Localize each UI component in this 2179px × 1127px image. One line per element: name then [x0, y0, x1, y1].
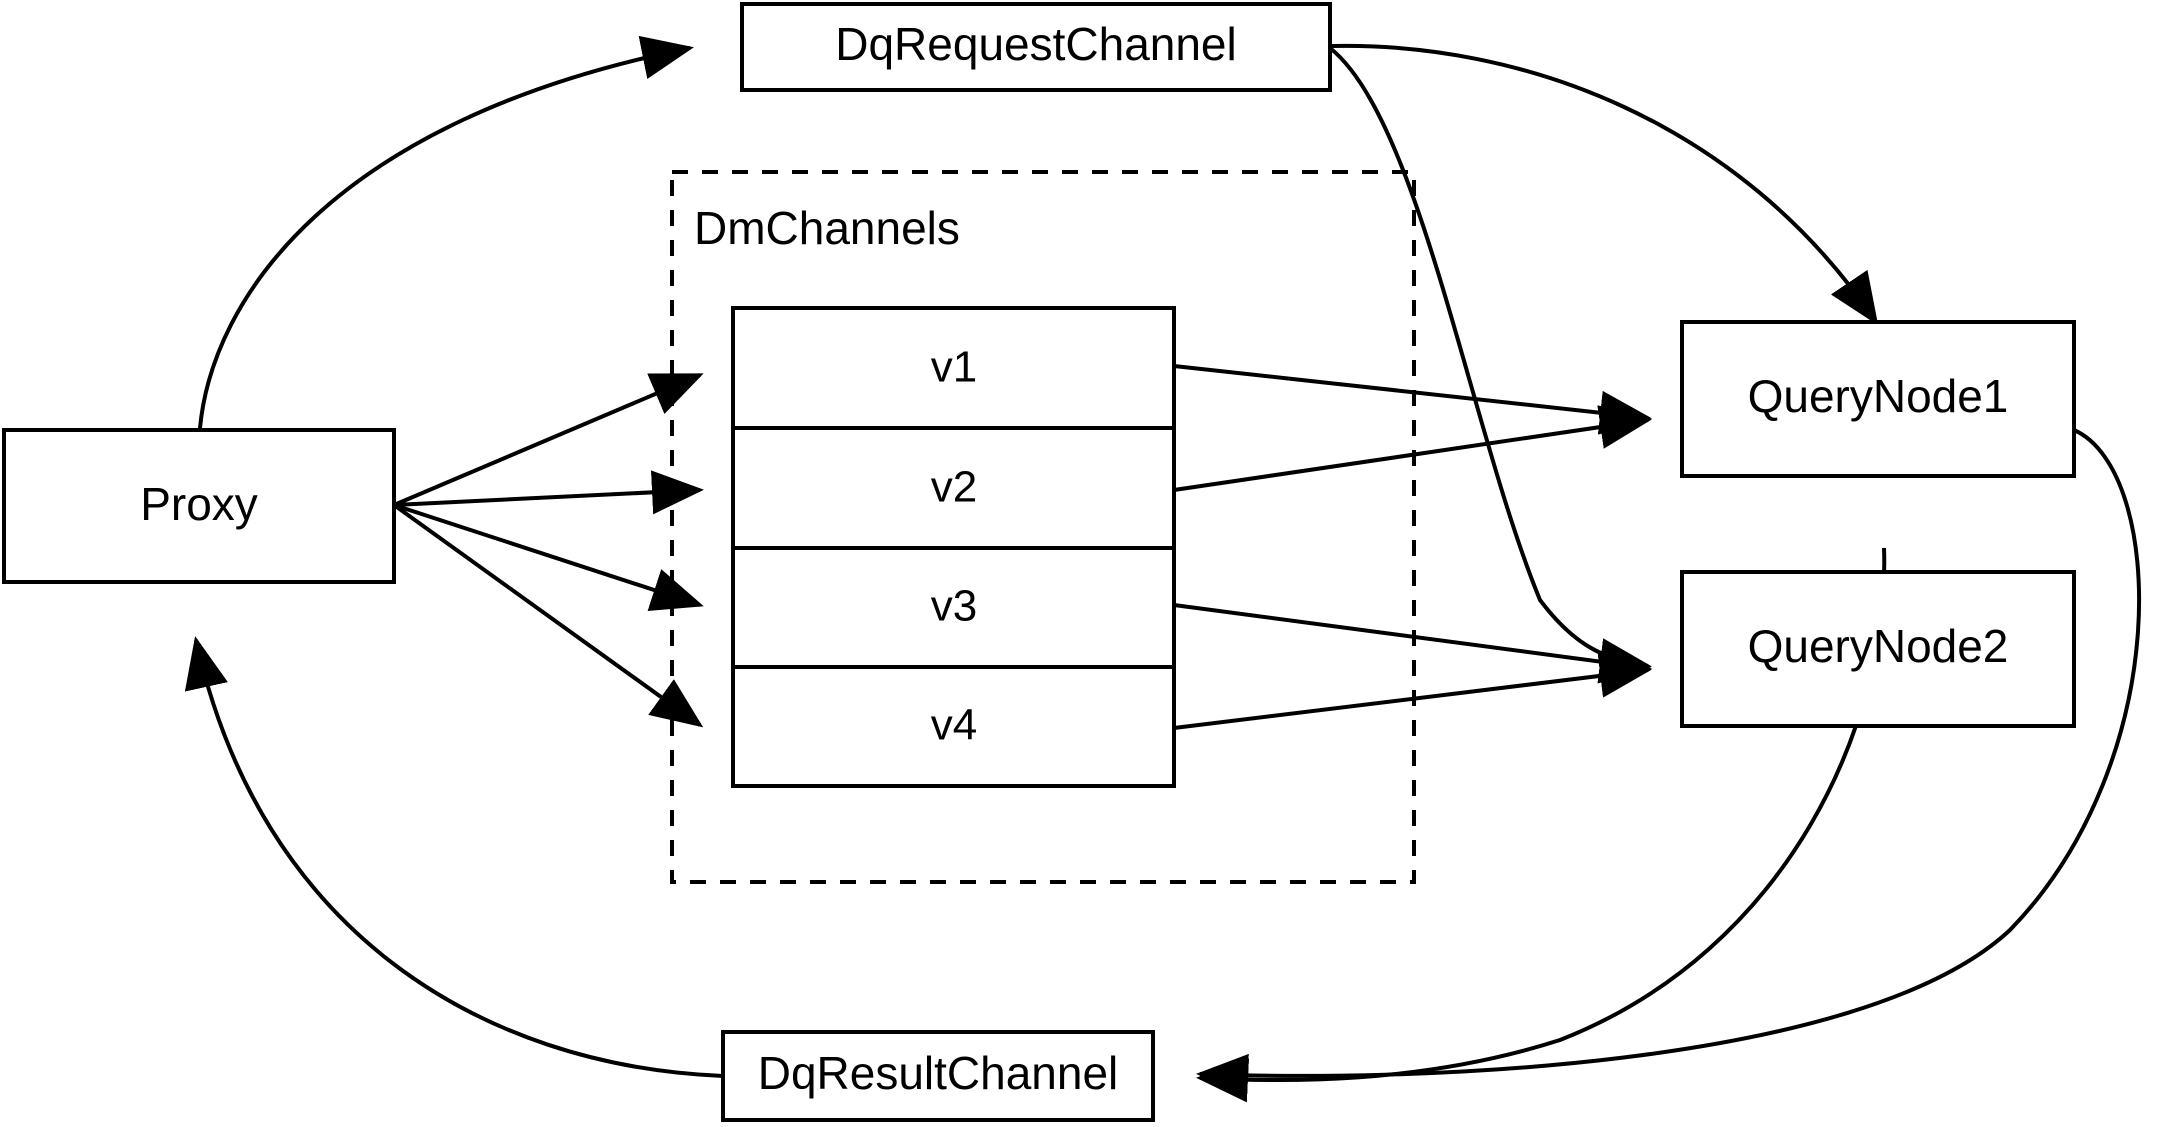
edge-dqrequestchannel-to-querynode1	[1331, 43, 1879, 326]
shard-row-v1[interactable]: v1	[931, 343, 977, 392]
edge-dqresultchannel-to-proxy	[184, 636, 724, 1078]
node-label-dqrequestchannel: DqRequestChannel	[835, 18, 1237, 70]
edge-dqrequestchannel-to-querynode2	[1328, 46, 1652, 682]
edge-v1-to-querynode1	[1173, 364, 1652, 435]
dmchannels-group-boundary	[670, 170, 1416, 884]
edge-proxy-to-dqrequestchannel	[198, 35, 694, 429]
node-label-querynode2: QueryNode2	[1748, 620, 2009, 672]
node-label-dqresultchannel: DqResultChannel	[758, 1047, 1119, 1099]
shard-row-v4[interactable]: v4	[931, 701, 977, 750]
node-box-querynode2[interactable]	[1680, 570, 2076, 728]
shard-row-v3[interactable]: v3	[931, 582, 977, 631]
edge-v2-to-querynode1	[1173, 405, 1652, 492]
edge-proxy-to-v3	[393, 503, 704, 612]
edge-proxy-to-v1	[393, 373, 704, 507]
node-box-dqrequestchannel[interactable]	[740, 2, 1332, 92]
dmchannels-group-label: DmChannels	[694, 202, 960, 254]
shard-row-v2[interactable]: v2	[931, 463, 977, 512]
node-box-querynode1[interactable]	[1680, 320, 2076, 478]
node-label-proxy: Proxy	[140, 478, 258, 530]
edge-proxy-to-v4	[392, 503, 704, 728]
edge-querynode1-to-dqresultchannel	[1196, 428, 2141, 1098]
node-box-dqresultchannel[interactable]	[721, 1030, 1155, 1122]
node-box-proxy[interactable]	[2, 428, 396, 584]
node-label-querynode1: QueryNode1	[1748, 370, 2009, 422]
edge-v3-to-querynode2	[1173, 603, 1652, 684]
edge-proxy-to-v2	[393, 470, 704, 515]
edge-v4-to-querynode2	[1173, 653, 1652, 730]
